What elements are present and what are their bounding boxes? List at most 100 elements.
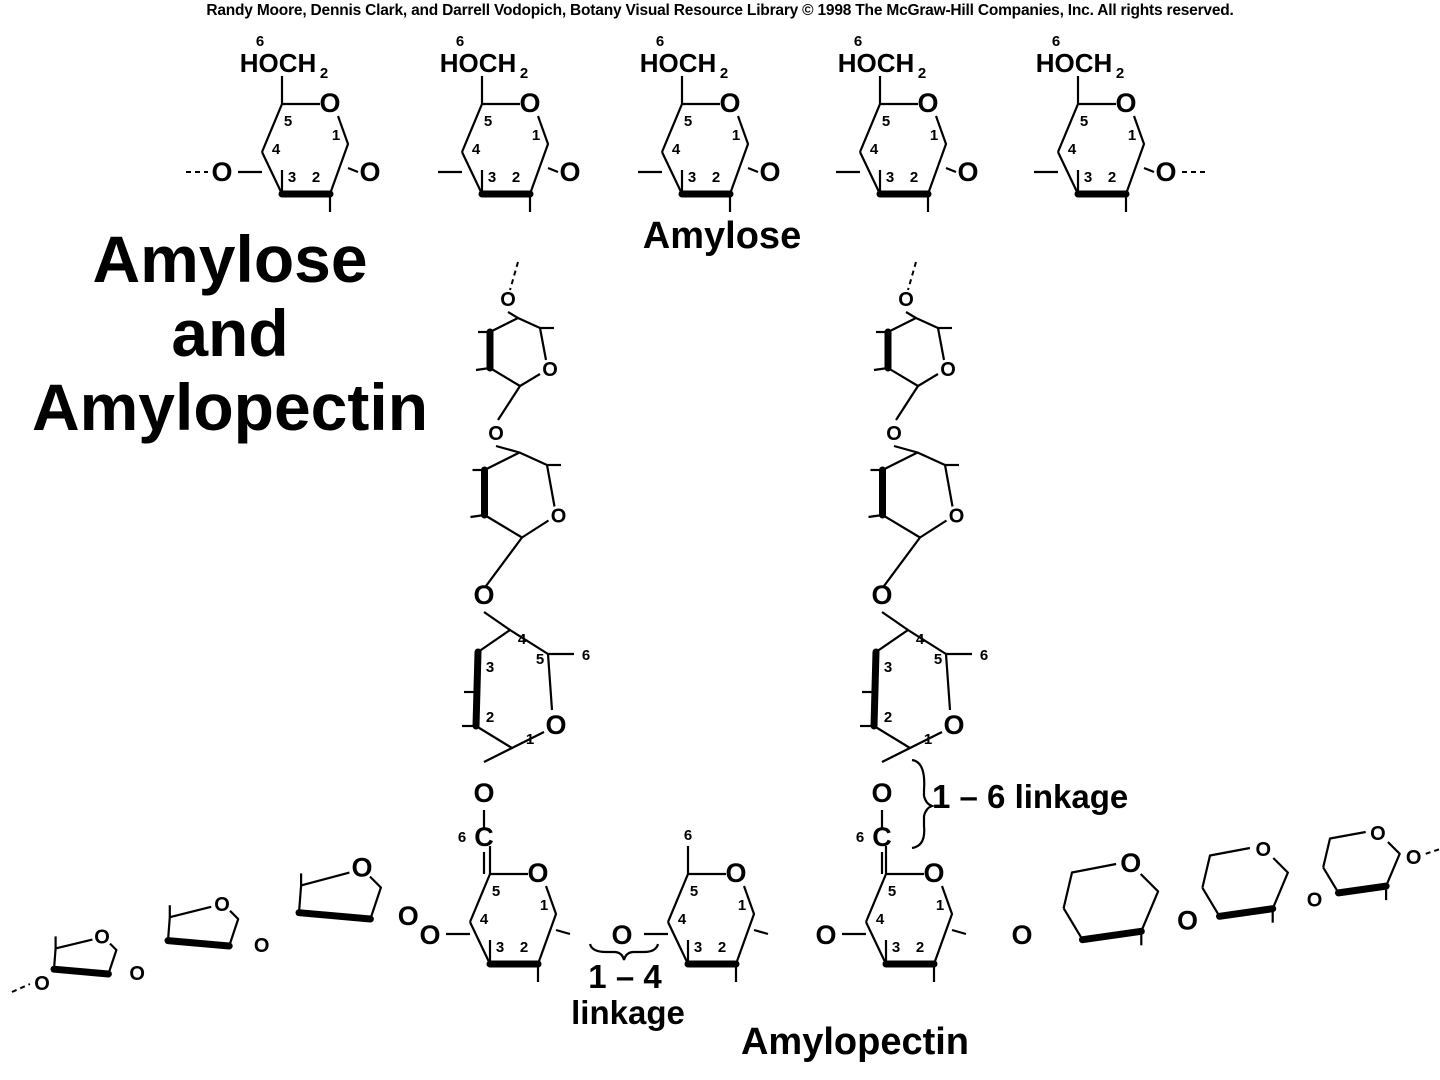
branch-link [495,444,520,454]
carbon-number-6: 6 [684,827,692,844]
ring-oxygen: O [319,88,340,118]
carbon-number-1: 1 [540,897,548,914]
carbon-number-3: 3 [884,659,892,676]
linkage-label: linkage [571,994,685,1031]
ring-right-edge [728,115,750,195]
link-from-c1 [753,928,769,936]
ring-right [1139,873,1160,932]
carbon-number-2: 2 [712,169,720,186]
diagram-title: Amylose and Amylopectin [10,222,450,444]
branch-oxygen: O [488,423,504,445]
carbon-number-1: 1 [532,127,540,144]
branch-ring-1-lower [917,373,939,387]
carbon-number-6: 6 [1052,33,1060,50]
hydroxymethyl-subscript: 2 [1116,65,1124,82]
carbon-number-1: 1 [930,127,938,144]
carbon-number-2: 2 [916,939,924,956]
ring-right-edge [328,115,350,195]
carbon-number-4: 4 [518,631,527,648]
ring-upper [1062,862,1117,909]
carbon-number-2: 2 [512,169,520,186]
carbon-number-5: 5 [882,113,890,130]
carbon-number-2: 2 [884,709,892,726]
ring-front [1216,905,1277,920]
ring-oxygen: O [923,858,944,888]
branch-dash [509,261,519,291]
branch-ring-3-upper [875,628,952,711]
link-from-c1 [555,928,571,936]
carbon-number-2: 2 [312,169,320,186]
glycosidic-oxygen: O [1155,157,1176,187]
ring-left [1062,907,1084,941]
hydroxymethyl-subscript: 2 [520,65,528,82]
carbon-number-4: 4 [672,141,681,158]
ring-right-edge [536,885,558,965]
carbon-number-6: 6 [856,829,864,846]
carbon-number-1: 1 [732,127,740,144]
link-from-c1 [945,166,957,174]
carbon-number-5: 5 [888,883,896,900]
carbon-number-4: 4 [480,911,489,928]
glycosidic-oxygen: O [398,901,419,931]
carbon-number-3: 3 [288,169,296,186]
branch-ring-2-lower [919,519,948,539]
branch-oxygen: O [871,580,892,610]
carbon-number-2: 2 [1108,169,1116,186]
glycosidic-oxygen: O [359,157,380,187]
glycosidic-oxygen: O [1406,847,1422,869]
title-line-1: Amylose [92,222,368,296]
carbon-number-3: 3 [892,939,900,956]
ring-upper [52,938,93,970]
carbon-number-5: 5 [934,651,942,668]
carbon-number-6: 6 [980,647,988,664]
link-from-c1 [347,166,359,174]
branch-ring-2-tick-low [868,513,883,519]
ring-front [295,909,374,923]
branch-ring-3-front [472,648,482,730]
ring-left-edge [865,921,887,965]
branch-ring-2-outline [882,451,954,507]
title-line-2: and [171,296,289,370]
glycosidic-oxygen: O [419,920,440,950]
ring-oxygen: O [214,894,230,916]
ring-left-edge [661,151,683,195]
branch-link [895,385,919,421]
branch-oxygen: O [886,423,902,445]
carbon-number-3: 3 [694,939,702,956]
glycosidic-oxygen: O [1011,920,1032,950]
ring-oxygen: O [94,927,110,949]
glycosidic-oxygen: O [759,157,780,187]
glycosidic-oxygen: O [34,973,50,995]
ring-oxygen: O [1120,848,1141,878]
branch-oxygen: O [500,289,516,311]
carbon-number-3: 3 [886,169,894,186]
carbon-number-4: 4 [472,141,481,158]
ring-left-edge [667,921,689,965]
carbon-number-5: 5 [484,113,492,130]
ring-right [107,942,118,975]
ring-oxygen: O [1115,88,1136,118]
branch-dash [907,261,917,291]
hydroxymethyl-subscript: 2 [320,65,328,82]
link-from-c1 [951,928,967,936]
ring-upper [166,905,212,941]
carbon-number-5: 5 [684,113,692,130]
carbon-number-6: 6 [854,33,862,50]
linkage-1-4-oxygen: O [611,920,632,950]
carbon-number-3: 3 [488,169,496,186]
ring-oxygen: O [719,88,740,118]
ring-oxygen: O [527,858,548,888]
branch-link [881,611,909,631]
branch-link [507,311,519,319]
carbon-number-1: 1 [526,731,534,748]
carbon-number-1: 1 [924,731,932,748]
carbon-number-5: 5 [284,113,292,130]
carbon-number-2: 2 [910,169,918,186]
ring-left-edge [859,151,881,195]
ring-upper [297,871,350,913]
